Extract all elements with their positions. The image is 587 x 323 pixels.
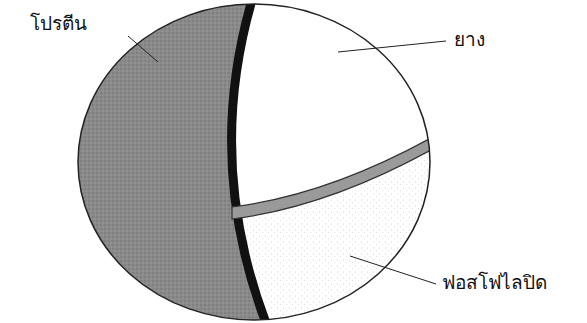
phospholipid-region [230,138,440,323]
membrane-band [232,133,440,219]
leader-line [338,41,446,52]
protein-layer [0,0,266,323]
protein-edge [232,0,266,323]
part-label: โปรตีน [28,12,89,35]
part-label: ยาง [452,28,487,51]
sphere-outline [78,4,430,320]
leader-line [350,256,436,284]
part-label: ฟอสโฟไลปิด [440,271,549,294]
leader-line [128,36,158,62]
